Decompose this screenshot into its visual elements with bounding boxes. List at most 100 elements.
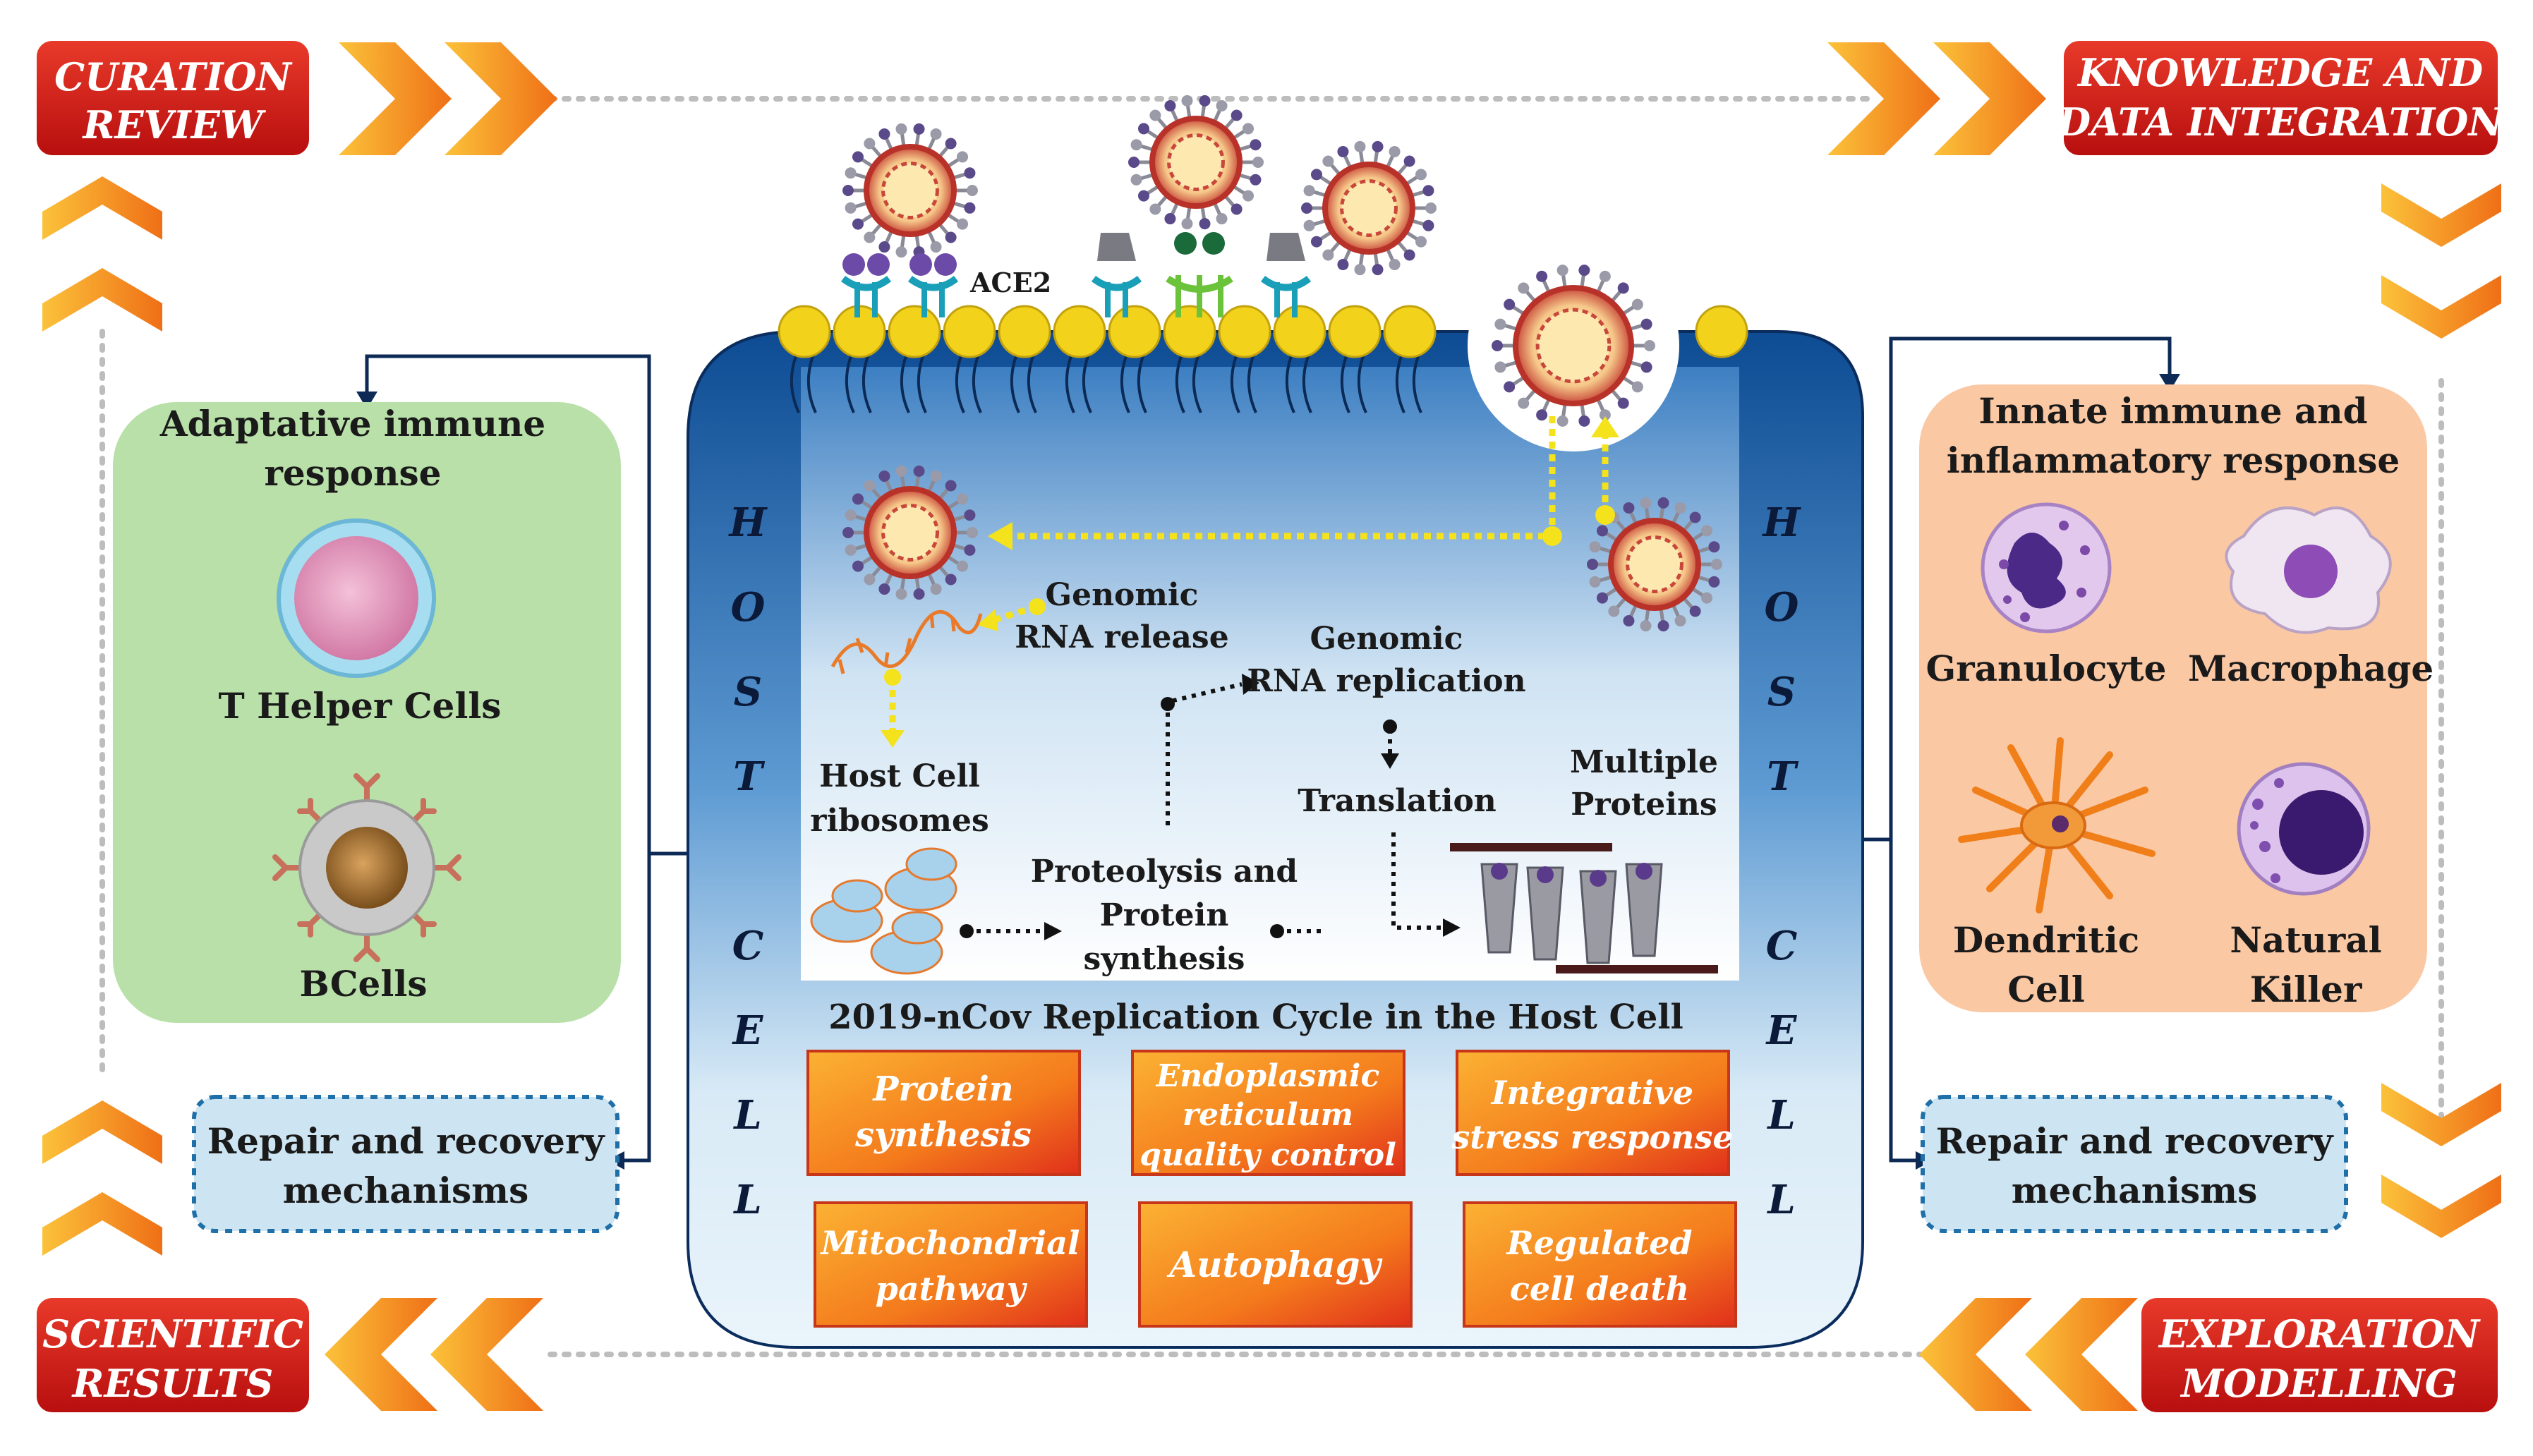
lipid-head [1328,305,1382,358]
mechanism-label: pathway [876,1270,1028,1308]
process-arrows [967,682,1443,933]
step-label: synthesis [1084,941,1245,977]
host-letter: T [733,753,766,800]
step-label: Protein [1100,897,1229,933]
dendritic-label: Dendritic [1953,919,2139,961]
mechanism-regulated-cell-death: Regulated cell death [1463,1201,1737,1328]
t-helper-cells-label: T Helper Cells [219,685,502,727]
mechanism-label: Integrative [1490,1074,1693,1112]
repair-label: Repair and recovery [207,1120,606,1162]
repair-label: Repair and recovery [1936,1120,2335,1162]
dendritic-cell-icon [1958,737,2156,914]
host-letter: O [731,584,766,631]
mechanism-er-quality-control: Endoplasmic reticulum quality control [1131,1050,1405,1176]
lipid-head [1383,305,1437,358]
yellow-dot-icon [884,505,1615,686]
chevron-down-icon [2381,183,2501,1238]
virus-particles [842,95,1722,632]
host-letter: H [728,499,768,546]
mechanism-integrative-stress: Integrative stress response [1451,1050,1734,1176]
lipid-head [1695,305,1748,358]
mechanism-mitochondrial: Mitochondrial pathway [814,1201,1088,1328]
step-label: Host Cell [819,758,980,794]
corner-label: DATA INTEGRATION [2056,99,2505,145]
mechanism-label: Endoplasmic [1155,1058,1380,1094]
corner-label: RESULTS [71,1361,274,1406]
corner-exploration-modelling: EXPLORATION MODELLING [2141,1298,2498,1412]
mechanism-label: Mitochondrial [819,1224,1080,1262]
host-cell-letters-left: H O S T C E L L [728,499,768,1223]
granulocyte-icon [1981,502,2112,633]
lipid-tail [955,356,982,413]
host-letter: E [1765,1007,1798,1054]
black-arrowhead-icon [960,674,1461,940]
corner-label: SCIENTIFIC [42,1311,303,1357]
lipid-head [1108,305,1161,358]
mechanism-boxes: Protein synthesis Endoplasmic reticulum … [806,1050,1737,1328]
host-letter: L [732,1177,761,1223]
mechanism-label: stress response [1451,1118,1733,1156]
ace2-receptor-icon [907,253,959,317]
host-letter: S [734,669,762,715]
adaptive-immune-panel: Adaptative immune response T Helper Cell… [113,402,621,1023]
host-cell-letters-right: H O S T C E L L [1762,499,1802,1223]
membrane-heads [778,305,1748,358]
mechanism-label: quality control [1139,1137,1396,1173]
chevron-left-icon [1919,1298,2138,1411]
repair-label: mechanisms [2012,1170,2257,1211]
ribosome-icon [810,847,957,975]
mechanism-label: Protein [871,1069,1013,1109]
mechanism-label: cell death [1510,1270,1689,1308]
innate-immune-panel: Innate immune and inflammatory response … [1919,384,2434,1012]
lipid-head [778,305,831,358]
host-letter: L [1766,1092,1795,1139]
host-letter: C [1766,923,1798,969]
lipid-tail [1230,356,1257,413]
receptor-icon [1166,232,1233,317]
repair-box-left: Repair and recovery mechanisms [192,1095,619,1233]
panel-title: inflammatory response [1947,439,2400,481]
corner-knowledge-integration: KNOWLEDGE AND DATA INTEGRATION [2056,41,2505,155]
repair-label: mechanisms [283,1170,528,1211]
corner-label: EXPLORATION [2158,1311,2481,1357]
lipid-head [943,305,996,358]
connector-lines [365,336,2172,1163]
lipid-tail [900,356,927,413]
lipid-head [888,305,941,358]
step-label: Proteolysis and [1031,854,1298,890]
ace2-receptor-icon [840,253,892,317]
t-helper-cell-icon [277,518,436,678]
host-letter: H [1762,499,1802,546]
host-letter: L [732,1092,761,1139]
cycle-dotted-path [99,96,2444,1357]
lipid-head [1163,305,1216,358]
step-label: Genomic [1046,577,1199,613]
lipid-head [1218,305,1271,358]
virus-icon [842,465,978,600]
dendritic-label: Cell [2007,969,2085,1010]
mechanism-label: reticulum [1183,1097,1353,1133]
step-label: Genomic [1310,621,1463,657]
lipid-head [1273,305,1326,358]
corner-label: MODELLING [2180,1361,2457,1406]
corner-label: KNOWLEDGE AND [2076,50,2483,95]
step-label: RNA replication [1247,663,1525,699]
lipid-tail [1340,356,1367,413]
corner-label: REVIEW [82,102,267,147]
panel-title: Innate immune and [1978,390,2367,432]
lipid-tail [845,356,872,413]
lipid-tail [1395,356,1422,413]
step-label: Multiple [1570,744,1718,780]
chevron-right-icon [1827,42,2046,155]
repair-box-right: Repair and recovery mechanisms [1921,1095,2348,1233]
mechanism-label: Autophagy [1166,1244,1382,1285]
host-letter: O [1765,584,1799,631]
host-letter: S [1767,669,1796,715]
step-label: Proteins [1571,787,1717,823]
membrane-tails [790,356,1422,413]
ace2-label: ACE2 [969,267,1051,298]
lipid-tail [790,356,817,413]
cycle-title: 2019-nCov Replication Cycle in the Host … [828,997,1683,1037]
rna-strand-icon [830,609,983,674]
